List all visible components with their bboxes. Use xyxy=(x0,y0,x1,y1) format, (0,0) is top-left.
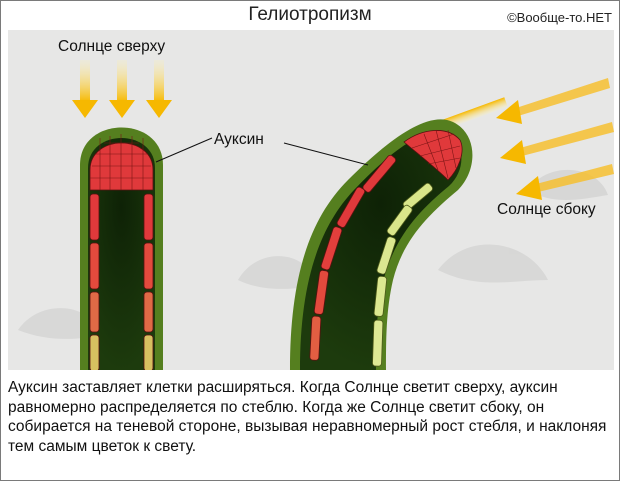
left-arrow xyxy=(500,122,614,164)
heliotropism-diagram xyxy=(18,60,614,370)
auxin-pointers xyxy=(155,137,369,166)
sun-top-arrows xyxy=(72,60,172,118)
auxin-cap-cells xyxy=(89,142,154,191)
left-arrow xyxy=(516,164,614,200)
sun-top-label: Солнце сверху xyxy=(58,38,166,55)
caption-text: Ауксин заставляет клетки расширяться. Ко… xyxy=(8,379,607,455)
right-cell-column xyxy=(143,193,154,370)
down-arrow xyxy=(72,60,98,118)
auxin-label: Ауксин xyxy=(214,131,264,148)
down-arrow xyxy=(109,60,135,118)
bent-stem xyxy=(290,119,473,370)
bent-auxin-cell-grid xyxy=(411,129,461,179)
shadow-side-cells xyxy=(309,154,397,361)
straight-stem xyxy=(80,127,163,370)
down-arrow xyxy=(146,60,172,118)
light-side-cells xyxy=(372,182,433,367)
left-arrow xyxy=(496,78,610,124)
figure-title: Гелиотропизм xyxy=(248,4,372,25)
copyright-text: ©Вообще-то.НЕТ xyxy=(507,10,612,25)
left-cell-column xyxy=(89,193,100,370)
auxin-cell-grid xyxy=(90,134,153,190)
sun-side-label: Солнце сбоку xyxy=(497,201,596,218)
